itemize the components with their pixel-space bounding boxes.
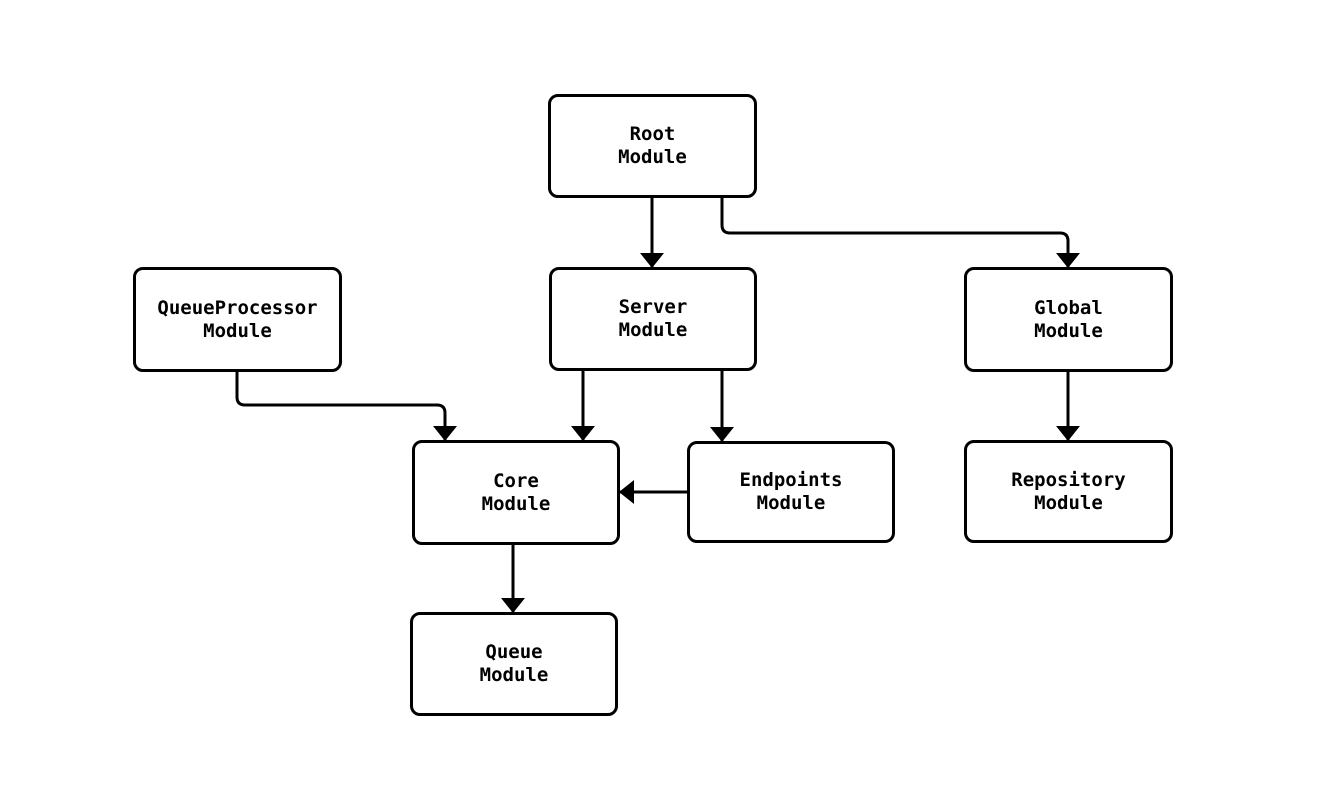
node-core-module-label: Core Module — [481, 469, 551, 515]
edge-queueprocessor-to-core — [235, 372, 457, 441]
node-queue-module-label: Queue Module — [479, 641, 549, 686]
node-root-module: Root Module — [548, 94, 757, 198]
node-server-module: Server Module — [549, 267, 757, 371]
node-queue-module: Queue Module — [410, 612, 618, 716]
node-global-module: Global Module — [964, 267, 1173, 372]
edge-paths-group — [235, 198, 1080, 613]
node-server-module-label: Server Module — [618, 296, 688, 341]
node-global-module-label: Global Module — [1034, 296, 1103, 342]
node-endpoints-module: Endpoints Module — [687, 441, 895, 543]
node-repository-module: Repository Module — [964, 440, 1173, 543]
node-core-module: Core Module — [412, 440, 620, 545]
node-root-module-label: Root Module — [618, 123, 687, 168]
node-endpoints-module-label: Endpoints Module — [739, 469, 843, 514]
node-queueprocessor-module: QueueProcessor Module — [133, 267, 342, 372]
edge-root-to-global — [720, 198, 1080, 268]
node-queueprocessor-module-label: QueueProcessor Module — [157, 296, 318, 342]
node-repository-module-label: Repository Module — [1011, 468, 1126, 514]
